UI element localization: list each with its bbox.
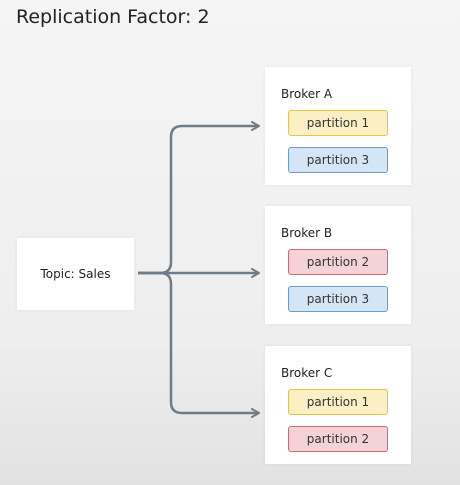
broker-c-partition-2: partition 2	[288, 426, 388, 452]
broker-c-title: Broker C	[281, 366, 333, 380]
broker-b-partition-2: partition 2	[288, 249, 388, 275]
broker-b-box: Broker B partition 2 partition 3	[265, 206, 411, 324]
topic-box: Topic: Sales	[17, 238, 134, 310]
broker-c-partition-1: partition 1	[288, 389, 388, 415]
broker-c-box: Broker C partition 1 partition 2	[265, 346, 411, 464]
broker-a-partition-3: partition 3	[288, 147, 388, 173]
broker-a-box: Broker A partition 1 partition 3	[265, 67, 411, 185]
diagram-title: Replication Factor: 2	[16, 6, 210, 28]
broker-b-title: Broker B	[281, 226, 333, 240]
arrow-to-broker-a	[138, 121, 260, 275]
broker-a-title: Broker A	[281, 87, 333, 101]
topic-label: Topic: Sales	[40, 267, 111, 281]
broker-a-partition-1: partition 1	[288, 110, 388, 136]
arrow-to-broker-c	[138, 271, 260, 418]
broker-b-partition-3: partition 3	[288, 286, 388, 312]
